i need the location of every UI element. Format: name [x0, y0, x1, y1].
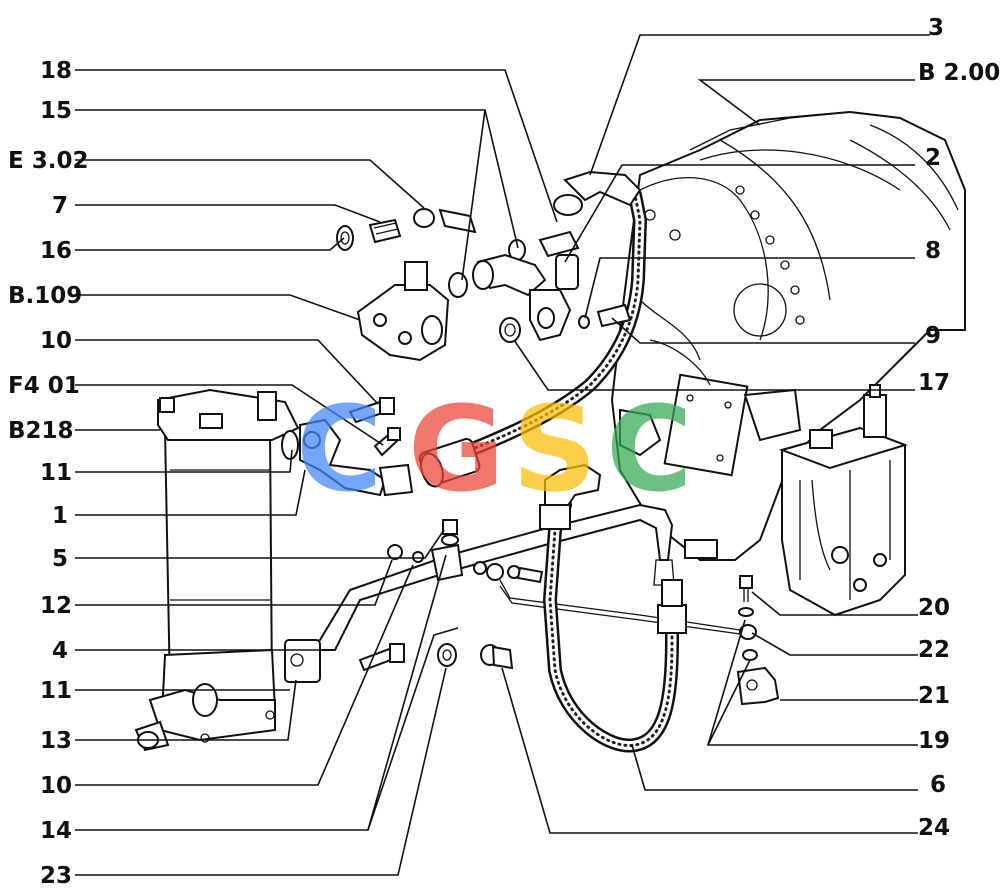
label-12: 12	[40, 593, 72, 619]
watermark-letter-1: C	[296, 380, 383, 518]
label-16: 16	[40, 238, 72, 264]
bolt-7	[368, 218, 402, 244]
nut-e302	[413, 208, 477, 234]
label-18: 18	[40, 58, 72, 84]
label-4: 4	[52, 638, 68, 664]
label-b109: B.109	[8, 283, 82, 309]
label-10-top: 10	[40, 328, 72, 354]
label-5: 5	[52, 546, 68, 572]
label-b218: B218	[8, 418, 74, 444]
label-21: 21	[918, 683, 950, 709]
return-line	[499, 579, 741, 631]
label-7: 7	[52, 193, 68, 219]
flexible-hose-6	[539, 463, 687, 753]
watermark-letter-4: C	[606, 380, 693, 518]
labels-left: 18 15 E 3.02 7 16 B.109 10 F4 01 B218 11…	[8, 58, 88, 888]
watermark-logo: C G S C	[296, 380, 693, 518]
label-11-bottom: 11	[40, 678, 72, 704]
label-19: 19	[918, 728, 950, 754]
bolt-10	[348, 397, 395, 424]
engine-block	[610, 110, 966, 561]
bracket-21	[736, 666, 780, 706]
watermark-letter-3: S	[512, 380, 597, 518]
injection-pump	[778, 384, 909, 617]
label-20: 20	[918, 595, 950, 621]
label-9: 9	[925, 323, 941, 349]
label-3: 3	[928, 15, 944, 41]
fittings-row	[473, 561, 544, 584]
banjo-elbow	[472, 230, 580, 342]
label-15: 15	[40, 98, 72, 124]
plug-24	[480, 644, 514, 670]
banjo-bolt-5	[441, 519, 459, 546]
washers-19	[738, 607, 758, 661]
label-17: 17	[918, 370, 950, 396]
label-1: 1	[52, 503, 68, 529]
fitting-8	[578, 303, 632, 329]
label-24: 24	[918, 815, 950, 841]
banjo-fitting-b109	[356, 261, 450, 362]
oil-filter	[134, 388, 300, 752]
leader-lines	[75, 34, 930, 876]
label-e302: E 3.02	[8, 148, 88, 174]
flexible-hose-2	[418, 170, 648, 488]
label-23: 23	[40, 863, 72, 888]
watermark-letter-2: G	[408, 380, 505, 518]
label-6: 6	[930, 772, 946, 798]
label-2: 2	[925, 145, 941, 171]
bolt-20	[739, 575, 753, 602]
label-f401: F4 01	[8, 373, 80, 399]
label-8: 8	[925, 238, 941, 264]
label-14: 14	[40, 818, 72, 844]
label-22: 22	[918, 637, 950, 663]
washer-16	[336, 225, 354, 251]
bolt-13	[358, 643, 405, 672]
washer-23	[437, 643, 457, 667]
clip-12	[387, 543, 464, 582]
label-11-top: 11	[40, 460, 72, 486]
bleed-screw-f401	[373, 427, 401, 457]
seal-17	[499, 317, 521, 343]
union-1	[281, 418, 414, 497]
label-b200: B 2.00	[918, 60, 1000, 86]
label-10-bottom: 10	[40, 773, 72, 799]
labels-right: 3 B 2.00 2 8 9 17 20 22 21 19 6 24	[918, 15, 1000, 841]
label-13: 13	[40, 728, 72, 754]
